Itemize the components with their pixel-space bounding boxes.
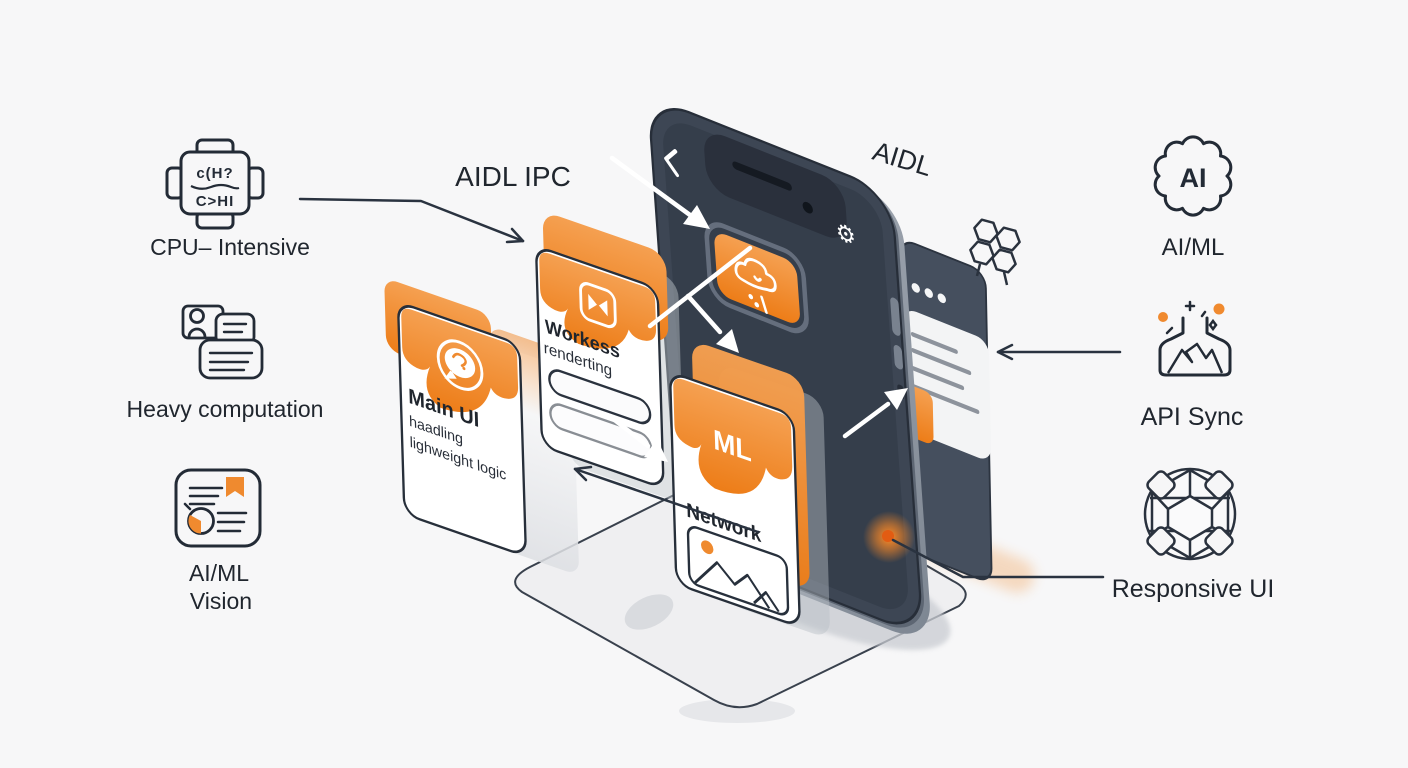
connector-base-to-mainui [573,467,760,534]
pie-wedge [188,515,201,534]
glow-dot-core [882,530,894,542]
sparkle-orange [1213,303,1225,315]
base-floor-shadow [679,699,795,723]
label-aidl-ipc: AIDL IPC [455,161,571,192]
card-header-scallop [539,252,657,349]
label-aiml-vision-2: Vision [190,588,252,614]
arrowhead [884,388,908,410]
arrow-to-network [609,415,651,449]
label-responsive-ui: Responsive UI [1112,575,1275,603]
ai-badge-icon [1153,135,1233,217]
label-api-sync: API Sync [1141,403,1244,431]
arrowhead [716,329,739,353]
connector-glow-to-responsive [891,538,1105,579]
volume-button [890,297,901,336]
chat-cards-icon [181,304,264,380]
diagonal-flow-line [647,245,753,329]
gear-icon: ⚙ [835,217,857,252]
panel-dot [937,293,946,304]
power-button [893,345,904,370]
arrow-to-ml [685,293,723,335]
base-hole [624,594,674,630]
chip-glyph-row1: c(H? [196,165,233,182]
arrow-to-panel-tile [842,401,891,439]
arrowhead-v [573,465,593,482]
image-placeholder-icon [686,526,790,616]
white-flow-arrows [609,155,908,462]
speaker-slot [732,161,792,191]
label-cpu-intensive: CPU– Intensive [150,234,310,260]
flask-sync-icon [1158,300,1232,377]
chip-glyph-row2: C>HI [196,193,235,210]
chat-bubble-ring [436,339,484,391]
flip-icon [579,282,617,329]
workers-card: Workess renderting [535,215,685,500]
camera-dot [802,201,813,214]
cpu-chip-icon [165,138,265,230]
cloud-doodle-icon [734,257,777,315]
panel-dot [924,288,933,298]
bookmark-flag [226,477,244,497]
panel-dot [911,283,920,293]
tile-glow-border [704,222,809,334]
chat-bubble-icon [444,348,476,379]
phone: ⚙ [649,108,930,634]
background-app-panel [895,241,993,581]
ai-badge-text: AI [1180,163,1207,193]
card-header-scallop [673,378,793,494]
globe-wireframe-icon [1143,467,1237,561]
progress-pill [548,369,652,425]
label-heavy-computation: Heavy computation [127,396,324,422]
label-aiml: AI/ML [1162,234,1225,261]
arrowhead [644,439,668,462]
arrowhead [683,205,710,229]
arrow-into-screen [609,155,693,218]
panel-text-lines [910,332,980,414]
ml-network-card: ML Network [669,344,830,635]
sparkle-dark [1165,300,1218,335]
dark-connectors [298,197,1122,579]
document-vision-icon [174,468,262,548]
back-chevron-icon [664,149,679,178]
hexagon-cluster-icon [969,218,1021,286]
sparkle-orange [1158,312,1168,322]
arrowhead-v [996,343,1014,361]
connector-cpu-to-card [298,197,525,243]
arrowhead-v [505,227,525,244]
label-aiml-vision-1: AI/ML [189,560,249,586]
